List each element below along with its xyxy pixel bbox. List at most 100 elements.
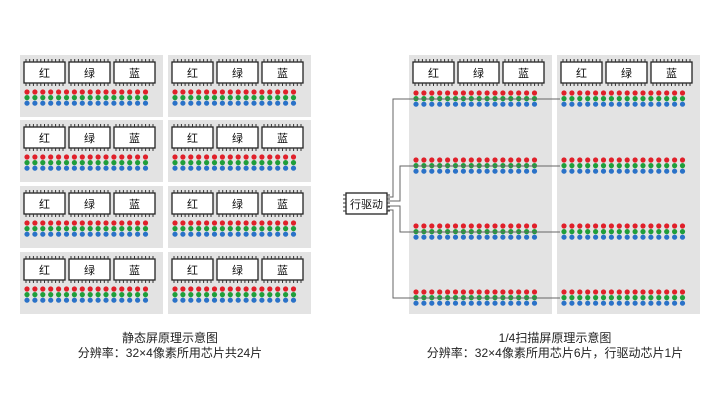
led-red bbox=[516, 90, 522, 96]
chip-label: 蓝 bbox=[129, 198, 140, 211]
led-blue bbox=[172, 231, 178, 237]
led-blue bbox=[235, 100, 241, 106]
led-red bbox=[608, 90, 615, 96]
led-red bbox=[290, 89, 297, 95]
led-red bbox=[95, 89, 101, 95]
led-green bbox=[679, 96, 686, 102]
led-blue bbox=[632, 168, 638, 174]
led-green bbox=[87, 160, 93, 166]
chip-label: 红 bbox=[187, 67, 198, 80]
led-green bbox=[103, 160, 109, 166]
led-blue bbox=[196, 100, 202, 106]
led-blue bbox=[524, 168, 530, 174]
led-red bbox=[24, 89, 30, 95]
led-green bbox=[243, 226, 249, 232]
led-red bbox=[460, 157, 466, 163]
led-blue bbox=[95, 100, 101, 106]
led-red bbox=[211, 286, 218, 292]
led-green bbox=[142, 292, 149, 298]
scan-line-2 bbox=[387, 165, 560, 202]
led-blue bbox=[452, 300, 459, 306]
led-red bbox=[119, 286, 125, 292]
led-red bbox=[585, 90, 591, 96]
chip-label: 红 bbox=[39, 132, 50, 145]
led-green bbox=[259, 160, 265, 166]
led-red bbox=[103, 154, 109, 160]
led-red bbox=[429, 90, 435, 96]
led-red bbox=[531, 289, 538, 295]
led-blue bbox=[516, 101, 522, 107]
led-green bbox=[569, 295, 575, 301]
led-green bbox=[172, 226, 178, 232]
led-blue bbox=[135, 297, 141, 303]
led-red bbox=[445, 90, 451, 96]
led-green bbox=[40, 292, 46, 298]
led-red bbox=[119, 89, 125, 95]
led-red bbox=[188, 220, 194, 226]
led-green bbox=[624, 96, 630, 102]
led-green bbox=[63, 160, 70, 166]
led-red bbox=[95, 154, 101, 160]
led-red bbox=[429, 223, 435, 229]
led-red bbox=[561, 289, 567, 295]
driver-chip: 绿 bbox=[216, 59, 259, 86]
led-green bbox=[267, 226, 273, 232]
led-green bbox=[32, 226, 38, 232]
led-blue bbox=[460, 234, 466, 240]
left-title: 静态屏原理示意图 bbox=[121, 331, 218, 345]
led-blue bbox=[672, 234, 678, 240]
led-red bbox=[664, 223, 670, 229]
led-red bbox=[616, 157, 622, 163]
led-red bbox=[235, 89, 241, 95]
led-green bbox=[71, 95, 77, 101]
led-blue bbox=[251, 231, 257, 237]
led-blue bbox=[283, 297, 289, 303]
led-red bbox=[204, 286, 210, 292]
led-red bbox=[577, 90, 583, 96]
driver-chip: 绿 bbox=[68, 124, 111, 151]
led-blue bbox=[211, 297, 218, 303]
led-red bbox=[600, 157, 607, 163]
led-red bbox=[413, 157, 419, 163]
led-green bbox=[211, 292, 218, 298]
led-green bbox=[267, 95, 273, 101]
led-blue bbox=[429, 168, 435, 174]
led-red bbox=[484, 223, 490, 229]
led-red bbox=[632, 223, 638, 229]
led-red bbox=[227, 286, 233, 292]
led-red bbox=[468, 223, 474, 229]
led-blue bbox=[561, 101, 567, 107]
led-blue bbox=[413, 300, 419, 306]
led-blue bbox=[413, 168, 419, 174]
led-blue bbox=[445, 168, 451, 174]
led-green bbox=[664, 163, 670, 169]
led-blue bbox=[111, 165, 117, 171]
led-blue bbox=[600, 168, 607, 174]
led-green bbox=[211, 160, 218, 166]
led-green bbox=[204, 292, 210, 298]
led-green bbox=[127, 226, 133, 232]
driver-chip: 蓝 bbox=[261, 256, 304, 283]
led-blue bbox=[616, 234, 622, 240]
right-subtitle: 分辨率：32×4像素所用芯片6片，行驱动芯片1片 bbox=[426, 346, 684, 360]
led-green bbox=[48, 292, 54, 298]
led-red bbox=[251, 154, 257, 160]
led-red bbox=[531, 157, 538, 163]
led-blue bbox=[275, 100, 281, 106]
led-red bbox=[484, 90, 490, 96]
led-blue bbox=[235, 231, 241, 237]
chip-label: 绿 bbox=[232, 197, 243, 211]
led-blue bbox=[664, 101, 670, 107]
driver-chip: 绿 bbox=[216, 256, 259, 283]
led-green bbox=[632, 163, 638, 169]
led-blue bbox=[259, 165, 265, 171]
led-blue bbox=[251, 165, 257, 171]
led-green bbox=[135, 95, 141, 101]
led-red bbox=[577, 157, 583, 163]
led-blue bbox=[103, 297, 109, 303]
led-blue bbox=[267, 231, 273, 237]
led-blue bbox=[600, 101, 607, 107]
led-green bbox=[172, 292, 178, 298]
led-blue bbox=[476, 168, 482, 174]
driver-chip: 红 bbox=[171, 190, 214, 217]
